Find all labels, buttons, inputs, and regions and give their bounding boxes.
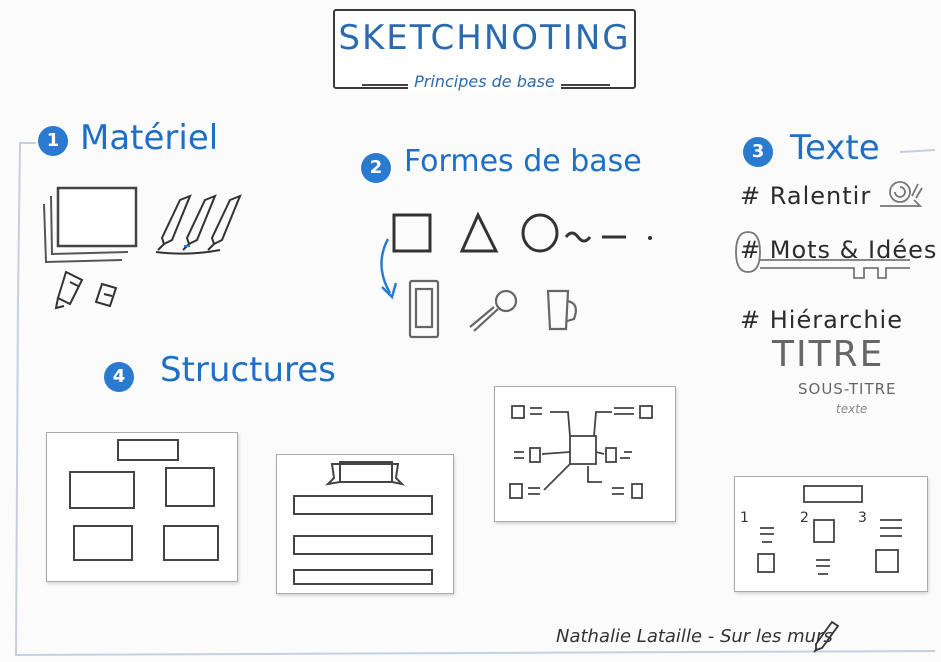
structure-columns-sketch <box>757 485 902 575</box>
paper-stack-icon <box>43 186 138 264</box>
hierarchy-sous-titre: SOUS-TITRE <box>798 380 897 398</box>
section-heading-structures: Structures <box>160 350 336 390</box>
pens-icon <box>155 194 242 255</box>
texte-item-mots: # Mots & Idées <box>740 236 938 264</box>
signature: Nathalie Lataille - Sur les murs <box>556 626 833 647</box>
magnifier-icon <box>469 289 518 332</box>
phone-icon <box>408 279 440 339</box>
key-icon <box>735 231 910 279</box>
texte-item-hierarchie: # Hiérarchie <box>740 306 903 334</box>
eraser-icon <box>94 282 118 308</box>
pencil-icon <box>813 620 840 653</box>
section-number-4: 4 <box>104 362 134 392</box>
structure-label-3: 3 <box>858 510 867 526</box>
square-icon <box>392 213 432 253</box>
mug-icon <box>546 289 577 331</box>
page-subtitle-text: Principes de base <box>408 72 561 91</box>
hierarchy-titre: TITRE <box>772 334 885 375</box>
structure-radial-sketch <box>509 405 653 499</box>
structure-label-2: 2 <box>800 510 809 526</box>
curved-arrow-icon <box>380 238 392 294</box>
page-subtitle: Principes de base <box>333 72 636 91</box>
section-number-2: 2 <box>361 153 391 183</box>
hierarchy-texte: texte <box>836 402 868 416</box>
structure-sheet-radial <box>494 386 676 522</box>
structure-label-1: 1 <box>740 510 749 526</box>
structure-list-sketch <box>293 461 433 585</box>
section-heading-texte: Texte <box>790 128 880 168</box>
dot-icon <box>648 236 652 240</box>
snail-icon <box>880 181 923 207</box>
structure-grid-sketch <box>69 439 219 561</box>
section-number-3: 3 <box>743 137 773 167</box>
sharpener-icon <box>54 270 84 310</box>
page-title: SKETCHNOTING <box>338 18 631 58</box>
section-heading-materiel: Matériel <box>80 118 219 158</box>
circle-icon <box>521 213 559 253</box>
basic-shapes <box>380 211 652 339</box>
wave-icon <box>564 231 592 243</box>
triangle-icon <box>459 211 499 253</box>
texte-item-ralentir: # Ralentir <box>740 182 872 210</box>
section-number-1: 1 <box>38 126 68 156</box>
section-heading-formes: Formes de base <box>404 144 642 179</box>
